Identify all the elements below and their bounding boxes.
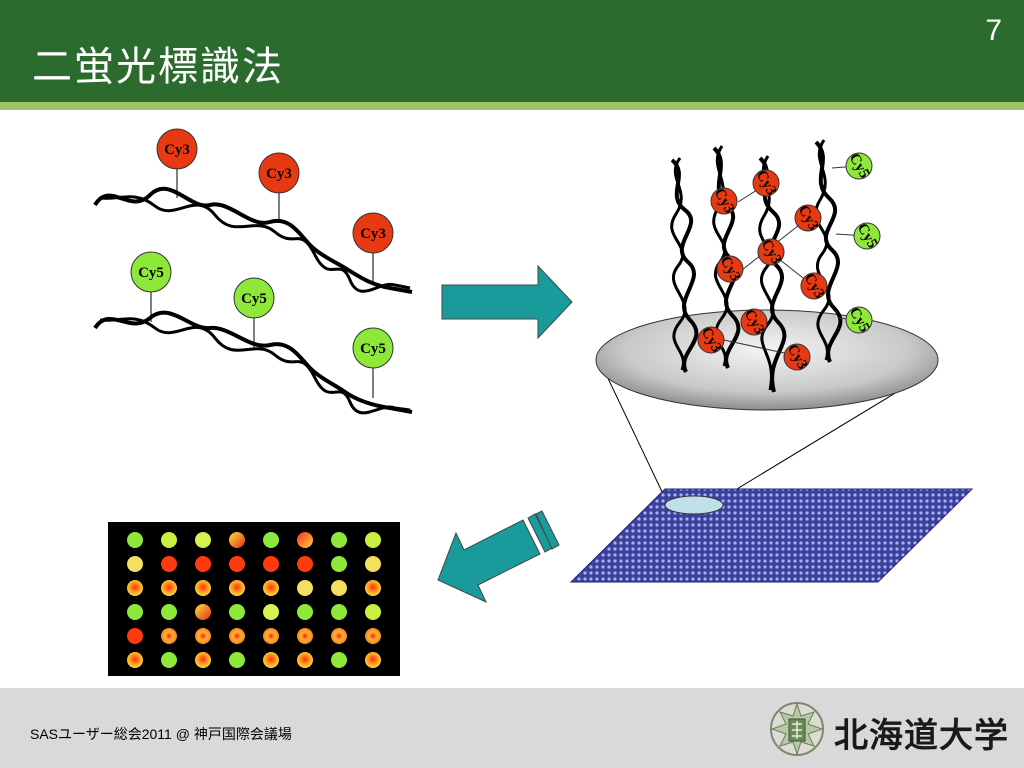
slide-title: 二蛍光標識法 xyxy=(32,44,284,90)
array-spot xyxy=(195,604,211,620)
bound-dye-markers: Cy3 Cy3 Cy3 Cy3 Cy3 Cy3 Cy3 Cy3 Cy3 Cy5 … xyxy=(697,151,881,372)
cy5-label: Cy5 xyxy=(138,265,164,281)
array-spot xyxy=(365,532,381,548)
array-spot xyxy=(297,580,313,596)
array-spot xyxy=(331,580,347,596)
array-spot xyxy=(297,604,313,620)
array-spot xyxy=(161,604,177,620)
array-spot xyxy=(365,628,381,644)
cy3-dye-marker: Cy3 xyxy=(716,254,744,284)
array-spot xyxy=(195,628,211,644)
event-caption: SASユーザー総会2011 @ 神戸国際会議場 xyxy=(30,726,292,742)
hybridization-arrow xyxy=(441,264,573,340)
array-spot xyxy=(127,628,143,644)
array-spot xyxy=(263,604,279,620)
array-spot xyxy=(229,628,245,644)
cy5-dye-marker: Cy5 xyxy=(130,251,172,293)
zoom-line-left xyxy=(604,371,666,499)
array-spot xyxy=(297,628,313,644)
array-spot xyxy=(195,556,211,572)
cy3-label: Cy3 xyxy=(164,142,190,158)
cy5-labeled-dna: Cy5 Cy5 Cy5 xyxy=(93,251,413,415)
university-seal-logo xyxy=(770,702,824,756)
cy3-dye-marker: Cy3 xyxy=(740,307,768,337)
cy3-dye-marker: Cy3 xyxy=(697,325,725,355)
spot-zoom-disk xyxy=(595,309,939,411)
header-bar: 二蛍光標識法 7 xyxy=(0,0,1024,102)
cy5-dye-marker: Cy5 xyxy=(352,327,394,369)
array-spot xyxy=(161,580,177,596)
cy5-dye-marker: Cy5 xyxy=(233,277,275,319)
two-color-labeling-diagram: Cy3 Cy3 Cy3 Cy5 Cy5 Cy5 xyxy=(93,128,974,676)
cy3-label: Cy3 xyxy=(266,166,292,182)
cy3-dye-marker: Cy3 xyxy=(352,212,394,254)
cy5-dye-marker: Cy5 xyxy=(853,221,881,251)
array-spot xyxy=(229,532,245,548)
array-spot xyxy=(263,532,279,548)
cy3-dye-marker: Cy3 xyxy=(258,152,300,194)
cy3-dye-marker: Cy3 xyxy=(757,237,785,267)
cy3-dye-marker: Cy3 xyxy=(794,203,822,233)
slide-spot xyxy=(664,495,724,515)
array-spot xyxy=(195,580,211,596)
array-spot xyxy=(127,556,143,572)
array-spot xyxy=(127,652,143,668)
page-number: 7 xyxy=(985,14,1002,47)
array-spot xyxy=(161,652,177,668)
array-spot xyxy=(127,532,143,548)
header-accent-stripe xyxy=(0,102,1024,110)
array-spot xyxy=(229,652,245,668)
array-spot xyxy=(331,628,347,644)
array-spot xyxy=(331,556,347,572)
array-spot xyxy=(127,604,143,620)
array-spot xyxy=(365,652,381,668)
university-name: 北海道大学 xyxy=(834,716,1009,756)
scanned-spot-grid xyxy=(127,532,381,668)
array-spot xyxy=(331,532,347,548)
cy3-labeled-dna: Cy3 Cy3 Cy3 xyxy=(93,128,413,294)
cy5-label: Cy5 xyxy=(360,341,386,357)
array-spot xyxy=(263,628,279,644)
array-spot xyxy=(127,580,143,596)
scanned-array-image xyxy=(108,522,400,676)
array-spot xyxy=(161,628,177,644)
array-spot xyxy=(263,580,279,596)
array-spot xyxy=(229,604,245,620)
cy3-dye-marker: Cy3 xyxy=(156,128,198,170)
cy3-dye-marker: Cy3 xyxy=(800,271,828,301)
array-spot xyxy=(365,580,381,596)
array-spot xyxy=(365,604,381,620)
array-spot xyxy=(161,556,177,572)
cy5-dye-marker: Cy5 xyxy=(845,305,873,335)
array-spot xyxy=(331,604,347,620)
scan-arrow xyxy=(437,510,560,604)
microarray-slide xyxy=(569,488,974,583)
array-spot xyxy=(297,652,313,668)
cy3-dye-marker: Cy3 xyxy=(783,342,811,372)
footer-bar: SASユーザー総会2011 @ 神戸国際会議場 北海道大学 xyxy=(0,688,1024,768)
array-spot xyxy=(195,652,211,668)
cy3-dye-marker: Cy3 xyxy=(710,186,738,216)
cy3-dye-marker: Cy3 xyxy=(752,168,780,198)
cy3-label: Cy3 xyxy=(360,226,386,242)
array-spot xyxy=(263,652,279,668)
array-spot xyxy=(195,532,211,548)
array-spot xyxy=(297,556,313,572)
cy5-dye-marker: Cy5 xyxy=(845,151,873,181)
array-spot xyxy=(229,580,245,596)
array-spot xyxy=(229,556,245,572)
array-spot xyxy=(263,556,279,572)
array-spot xyxy=(297,532,313,548)
array-spot xyxy=(331,652,347,668)
array-spot xyxy=(365,556,381,572)
cy5-label: Cy5 xyxy=(241,291,267,307)
array-spot xyxy=(161,532,177,548)
